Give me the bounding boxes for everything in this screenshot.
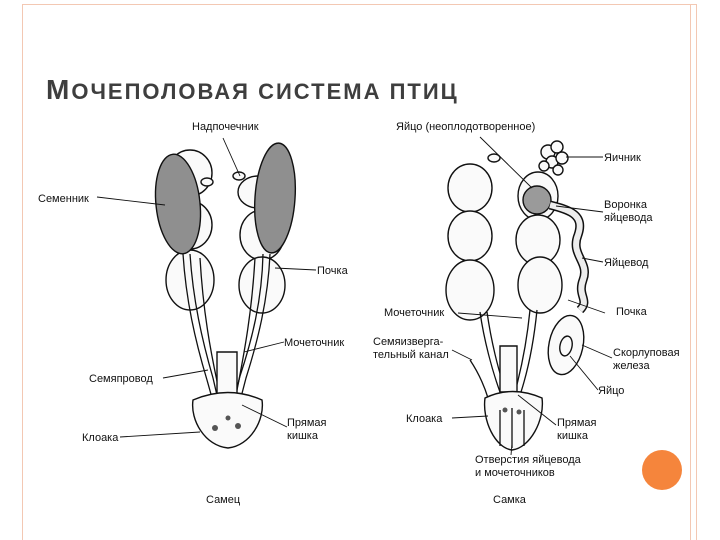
male-cloaca-opening	[212, 425, 218, 431]
male-leader-lines	[96, 137, 317, 438]
male-cloaca-opening	[235, 423, 241, 429]
female-oviduct-inner	[549, 202, 588, 313]
label-female-ureter: Мочеточник	[384, 307, 444, 319]
frame-left-line	[22, 4, 23, 540]
slide-title-first-letter: М	[46, 74, 72, 105]
female-rectum	[499, 345, 518, 393]
female-left-kidney	[445, 163, 495, 321]
label-female-ejac-line2: тельный канал	[373, 349, 449, 361]
caption-male: Самец	[206, 494, 241, 506]
decorative-orange-circle	[642, 450, 682, 490]
label-female-ejac-line1: Семяизверга-	[373, 336, 444, 348]
female-leader-lines	[451, 136, 613, 456]
female-cloaca	[483, 390, 544, 451]
label-female-shell-line2: железа	[613, 360, 650, 372]
female-cloaca-opening	[502, 407, 508, 413]
female-adrenal	[487, 153, 501, 163]
frame-right-line-inner	[690, 4, 691, 540]
male-right-testis	[253, 142, 297, 254]
label-male-kidney: Почка	[317, 265, 349, 277]
label-female-funnel-line2: яйцевода	[604, 212, 653, 224]
caption-female: Самка	[493, 494, 527, 506]
male-diagram: Надпочечник Семенник Почка Мочеточник Се…	[38, 121, 349, 506]
label-male-rectum-line2: кишка	[287, 430, 319, 442]
female-ovary	[538, 140, 569, 176]
label-female-egg: Яйцо	[598, 385, 624, 397]
label-male-testis: Семенник	[38, 193, 89, 205]
male-right-adrenal	[232, 171, 246, 181]
label-female-oviduct: Яйцевод	[604, 257, 649, 269]
female-cloaca-opening	[516, 409, 522, 415]
label-female-ovary: Яичник	[604, 152, 641, 164]
frame-top-line	[22, 4, 696, 5]
male-left-adrenal	[200, 177, 214, 187]
slide-title: Мочеполовая система птиц	[46, 74, 459, 106]
label-female-cloaca: Клоака	[406, 413, 443, 425]
label-female-funnel-line1: Воронка	[604, 199, 648, 211]
male-left-testis	[154, 153, 202, 255]
label-female-openings-line2: и мочеточников	[475, 467, 555, 479]
label-male-vas-deferens: Семяпровод	[89, 373, 153, 385]
label-female-egg-unfertilized: Яйцо (неоплодотворенное)	[396, 121, 535, 133]
label-female-rectum-line1: Прямая	[557, 417, 597, 429]
female-vestigial-duct	[469, 359, 489, 399]
female-yolk	[522, 185, 552, 215]
label-female-rectum-line2: кишка	[557, 430, 589, 442]
label-male-rectum-line1: Прямая	[287, 417, 327, 429]
label-female-shell-line1: Скорлуповая	[613, 347, 680, 359]
label-male-ureter: Мочеточник	[284, 337, 344, 349]
male-rectum	[216, 351, 238, 399]
label-female-openings-line1: Отверстия яйцевода	[475, 454, 582, 466]
female-diagram: Яйцо (неоплодотворенное) Яичник Воронка …	[373, 121, 680, 506]
label-male-adrenal: Надпочечник	[192, 121, 259, 133]
slide-title-rest: очеполовая система птиц	[71, 79, 459, 104]
female-egg	[559, 335, 573, 357]
male-cloaca-opening	[225, 415, 231, 421]
frame-right-line	[696, 4, 697, 540]
label-female-kidney: Почка	[616, 306, 648, 318]
label-male-cloaca: Клоака	[82, 432, 119, 444]
